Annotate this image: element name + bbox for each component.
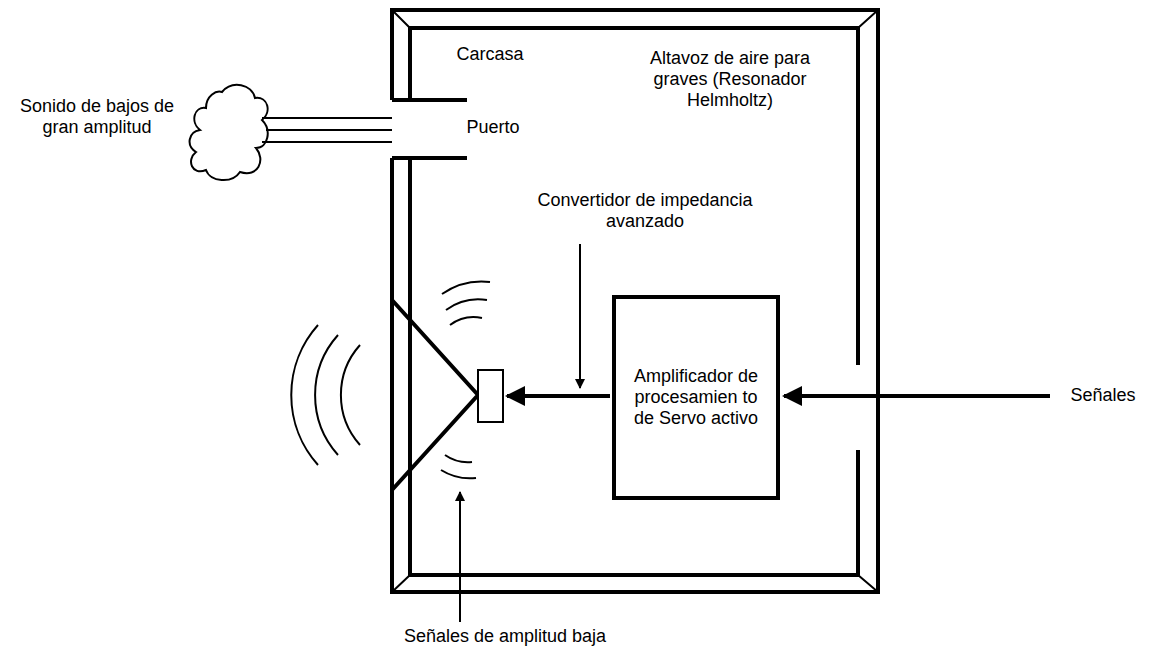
callout-label: Convertidor de impedancia avanzado	[520, 190, 770, 232]
part-name: Carcasa	[440, 44, 540, 65]
sound-lines	[262, 118, 392, 142]
housing-corners	[392, 10, 878, 592]
speaker-cone	[392, 300, 478, 490]
voice-coil	[478, 370, 503, 422]
box-text: Amplificador de procesamien to de Servo …	[616, 360, 776, 435]
housing-outer	[392, 10, 878, 592]
sound-label: Sonido de bajos de gran amplitud	[6, 96, 188, 138]
housing-inner	[410, 28, 858, 575]
signal-name: Señales	[1058, 385, 1148, 406]
callout-label: Señales de amplitud baja	[340, 626, 670, 647]
amplifier-box: Amplificador de procesamien to de Servo …	[612, 295, 780, 500]
sound-cloud	[190, 85, 268, 180]
signal-arrows	[460, 244, 1050, 622]
port-tube	[392, 100, 467, 158]
part-name: Puerto	[448, 117, 538, 138]
sound-waves	[291, 282, 490, 479]
part-name: Altavoz de aire para graves (Resonador H…	[625, 48, 835, 111]
